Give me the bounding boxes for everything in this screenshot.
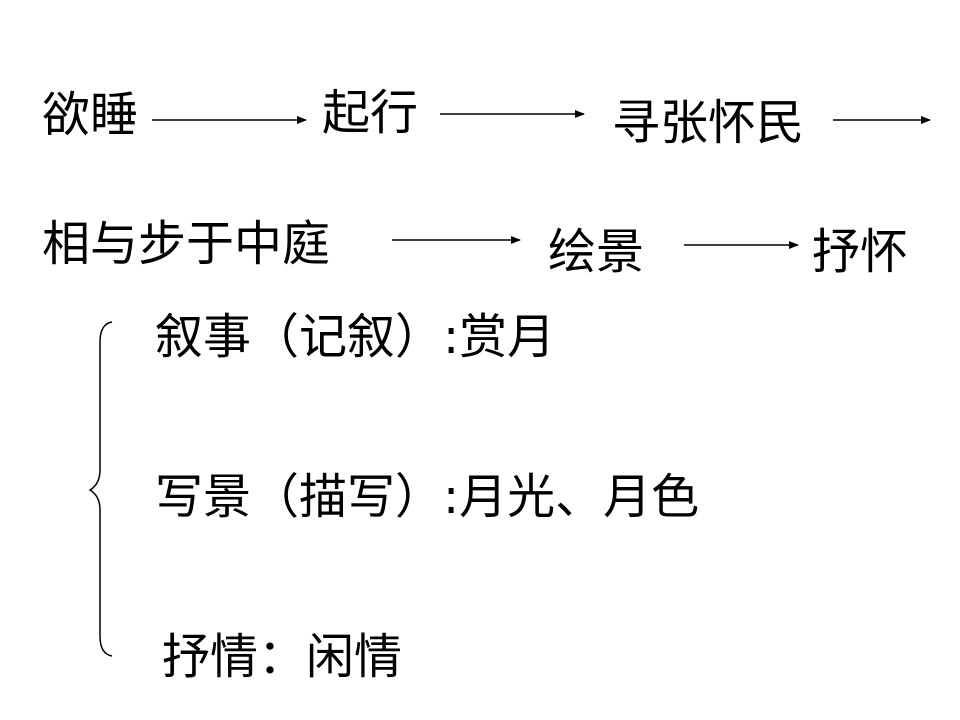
summary-emotion: 抒情：闲情 xyxy=(162,629,403,685)
left-brace xyxy=(88,321,113,657)
summary-scenery: 写景（描写）:月光、月色 xyxy=(155,469,700,525)
node-xiang-yu-bu-yu-zhong-ting: 相与步于中庭 xyxy=(42,216,331,272)
node-hui-jing: 绘景 xyxy=(548,224,645,280)
node-xun-zhang-huai-min: 寻张怀民 xyxy=(612,95,805,151)
node-shu-huai: 抒怀 xyxy=(812,224,909,280)
summary-narrative: 叙事（记叙）:赏月 xyxy=(155,309,556,365)
node-yu-shui: 欲睡 xyxy=(42,87,139,143)
node-qi-xing: 起行 xyxy=(322,85,419,141)
